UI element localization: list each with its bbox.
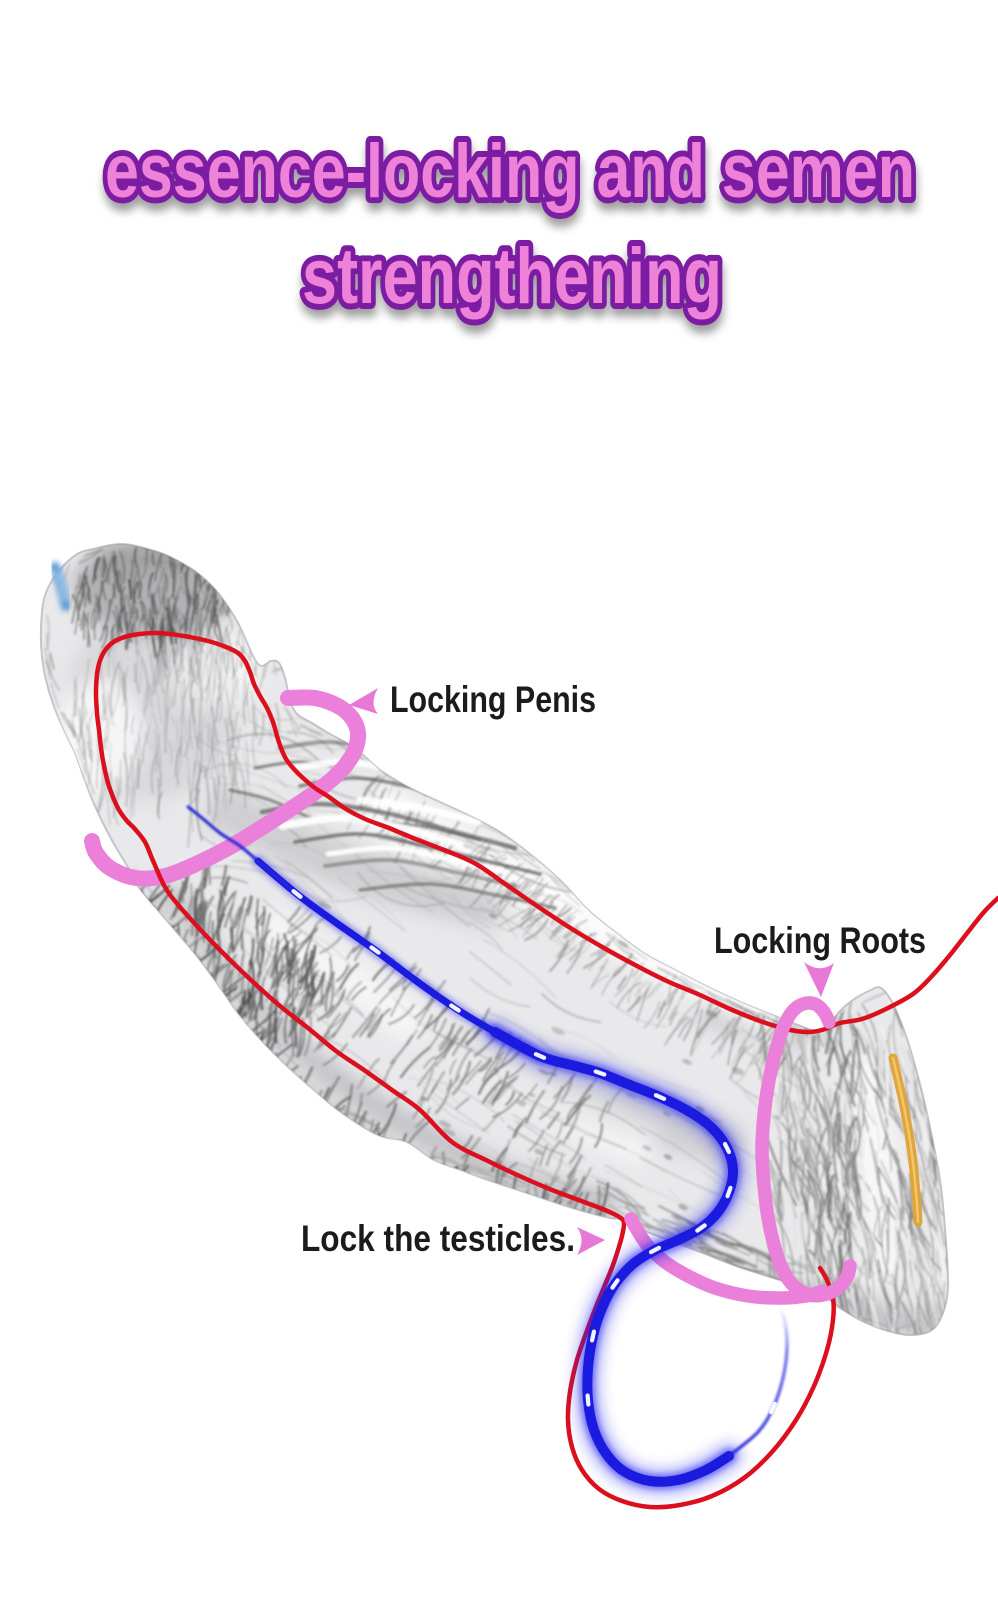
- svg-text:Locking Penis: Locking Penis: [390, 679, 596, 720]
- svg-text:Lock the testicles.: Lock the testicles.: [301, 1218, 575, 1259]
- svg-text:strengthening: strengthening: [302, 232, 722, 320]
- svg-text:essence-locking and semen: essence-locking and semen: [105, 127, 915, 213]
- svg-text:Locking Roots: Locking Roots: [714, 920, 926, 961]
